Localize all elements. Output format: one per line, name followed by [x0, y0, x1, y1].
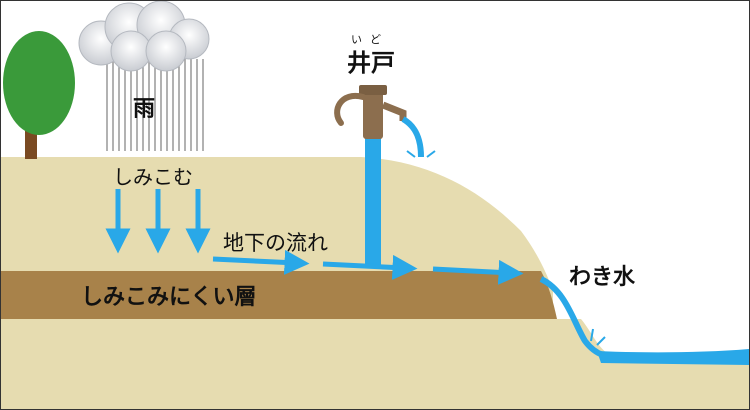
spring-splash: [578, 328, 606, 346]
hand-pump-icon: [334, 85, 436, 265]
soak-in-label: しみこむ: [113, 165, 193, 189]
tree-icon: [3, 31, 75, 159]
flow-arrows: [212, 249, 524, 285]
soak-arrows: [105, 189, 211, 254]
underground-flow-label: 地下の流れ: [223, 231, 328, 255]
spring-pond: [597, 349, 749, 365]
impermeable-layer: [1, 271, 557, 319]
rain-cloud-icon: [78, 1, 210, 151]
well-reading-label: いど: [351, 33, 389, 46]
well-label: 井戸: [347, 49, 395, 77]
impermeable-layer-label: しみこみにくい層: [81, 285, 257, 310]
lower-ground: [1, 319, 749, 409]
spring-water-label: わき水: [569, 265, 636, 290]
rain-label: 雨: [133, 97, 156, 122]
